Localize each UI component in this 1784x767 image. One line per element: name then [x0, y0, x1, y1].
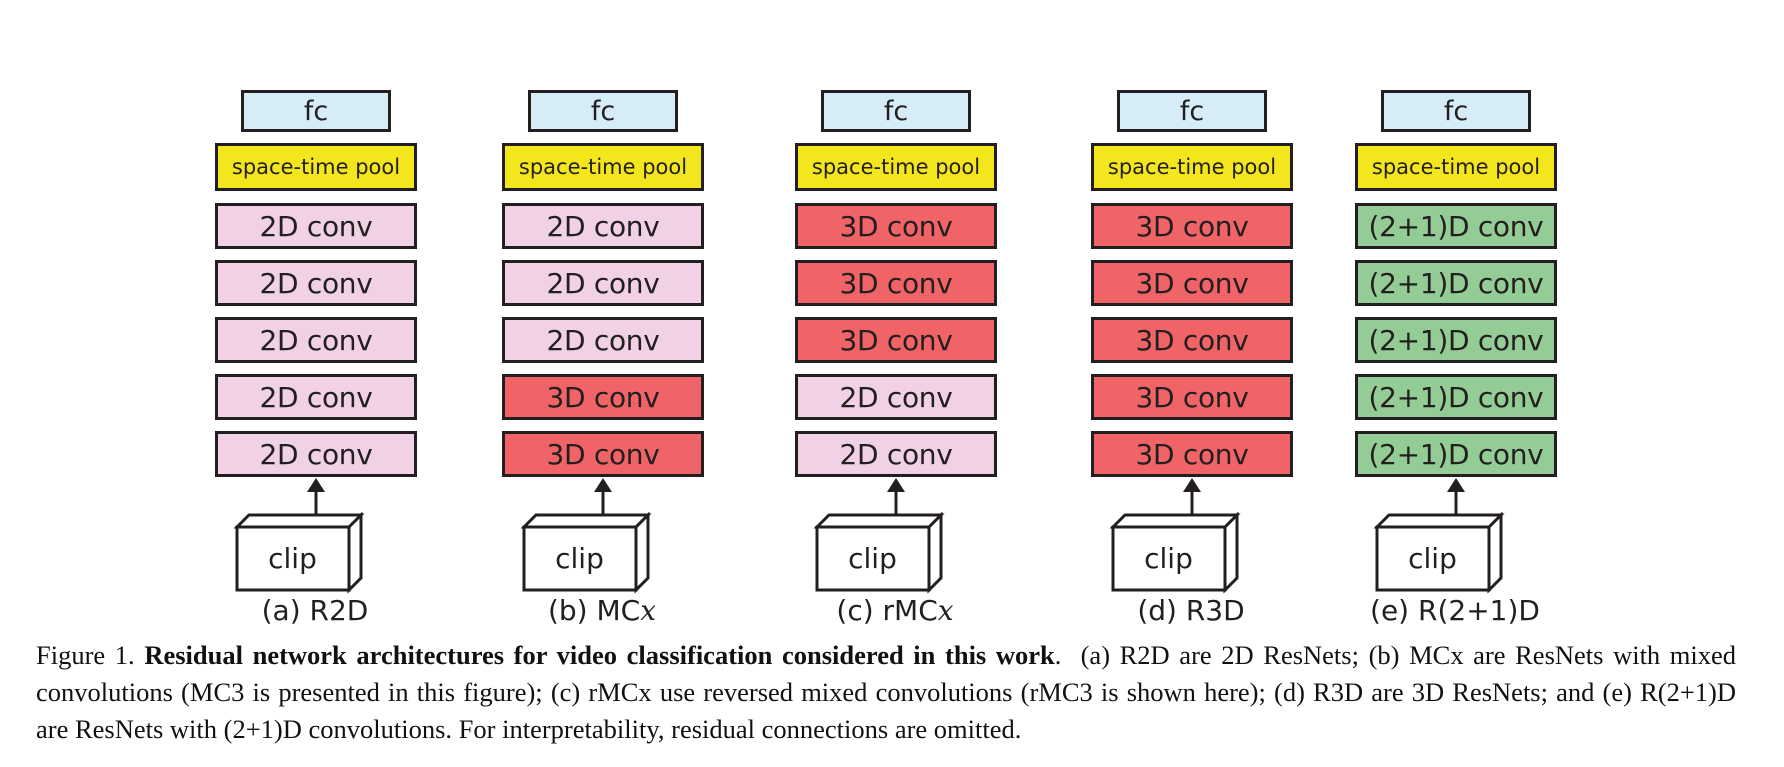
- caption-body: (a) R2D are 2D ResNets; (b) MCx are ResN…: [36, 640, 1737, 744]
- fc-block: fc: [821, 90, 971, 132]
- subfigure-label: (a) R2D: [261, 594, 369, 627]
- up-arrow-icon: [887, 478, 905, 514]
- conv-layer-2: 3D conv: [795, 260, 997, 306]
- subfigure-label: (b) MCx: [547, 594, 657, 627]
- architecture-column-rmcx: fc space-time pool 3D conv 3D conv 3D co…: [795, 0, 1025, 640]
- up-arrow-icon: [1447, 478, 1465, 514]
- architecture-column-r3d: fc space-time pool 3D conv 3D conv 3D co…: [1091, 0, 1321, 640]
- fc-block: fc: [1381, 90, 1531, 132]
- conv-layer-3: 3D conv: [1091, 317, 1293, 363]
- conv-layer-5: 3D conv: [502, 431, 704, 477]
- conv-layer-3: 3D conv: [795, 317, 997, 363]
- conv-layer-2: 2D conv: [502, 260, 704, 306]
- conv-layer-1: 2D conv: [502, 203, 704, 249]
- space-time-pool-block: space-time pool: [1091, 143, 1293, 191]
- clip-cube-icon: [521, 512, 652, 594]
- conv-layer-3: 2D conv: [502, 317, 704, 363]
- space-time-pool-block: space-time pool: [795, 143, 997, 191]
- clip-label: clip: [555, 542, 604, 575]
- conv-layer-3: 2D conv: [215, 317, 417, 363]
- clip-label: clip: [1408, 542, 1457, 575]
- space-time-pool-block: space-time pool: [1355, 143, 1557, 191]
- clip-label: clip: [268, 542, 317, 575]
- architecture-column-r2d: fc space-time pool 2D conv 2D conv 2D co…: [215, 0, 445, 640]
- conv-layer-1: 2D conv: [215, 203, 417, 249]
- conv-layer-5: 3D conv: [1091, 431, 1293, 477]
- conv-layer-4: 3D conv: [502, 374, 704, 420]
- fc-block: fc: [1117, 90, 1267, 132]
- clip-cube-icon: [814, 512, 945, 594]
- fc-block: fc: [241, 90, 391, 132]
- clip-label: clip: [1144, 542, 1193, 575]
- figure-caption: Figure 1. Residual network architectures…: [36, 637, 1736, 748]
- subfigure-label: (d) R3D: [1137, 594, 1245, 627]
- space-time-pool-block: space-time pool: [215, 143, 417, 191]
- space-time-pool-block: space-time pool: [502, 143, 704, 191]
- conv-layer-5: 2D conv: [795, 431, 997, 477]
- conv-layer-2: 2D conv: [215, 260, 417, 306]
- fc-block: fc: [528, 90, 678, 132]
- up-arrow-icon: [1183, 478, 1201, 514]
- clip-cube-icon: [1374, 512, 1505, 594]
- up-arrow-icon: [594, 478, 612, 514]
- conv-layer-2: (2+1)D conv: [1355, 260, 1557, 306]
- caption-title: Residual network architectures for video…: [144, 640, 1055, 670]
- conv-layer-4: 2D conv: [795, 374, 997, 420]
- conv-layer-1: (2+1)D conv: [1355, 203, 1557, 249]
- up-arrow-icon: [307, 478, 325, 514]
- architecture-column-mcx: fc space-time pool 2D conv 2D conv 2D co…: [502, 0, 732, 640]
- subfigure-label: (e) R(2+1)D: [1370, 594, 1540, 627]
- clip-cube-icon: [1110, 512, 1241, 594]
- conv-layer-1: 3D conv: [1091, 203, 1293, 249]
- figure-number: Figure 1.: [36, 640, 135, 670]
- architecture-diagram: fc space-time pool 2D conv 2D conv 2D co…: [215, 0, 1585, 640]
- clip-label: clip: [848, 542, 897, 575]
- conv-layer-4: 3D conv: [1091, 374, 1293, 420]
- conv-layer-5: (2+1)D conv: [1355, 431, 1557, 477]
- caption-title-period: .: [1054, 640, 1062, 670]
- conv-layer-2: 3D conv: [1091, 260, 1293, 306]
- conv-layer-1: 3D conv: [795, 203, 997, 249]
- conv-layer-4: 2D conv: [215, 374, 417, 420]
- conv-layer-4: (2+1)D conv: [1355, 374, 1557, 420]
- subfigure-label: (c) rMCx: [836, 594, 954, 627]
- clip-cube-icon: [234, 512, 365, 594]
- architecture-column-r21d: fc space-time pool (2+1)D conv (2+1)D co…: [1355, 0, 1585, 640]
- conv-layer-3: (2+1)D conv: [1355, 317, 1557, 363]
- conv-layer-5: 2D conv: [215, 431, 417, 477]
